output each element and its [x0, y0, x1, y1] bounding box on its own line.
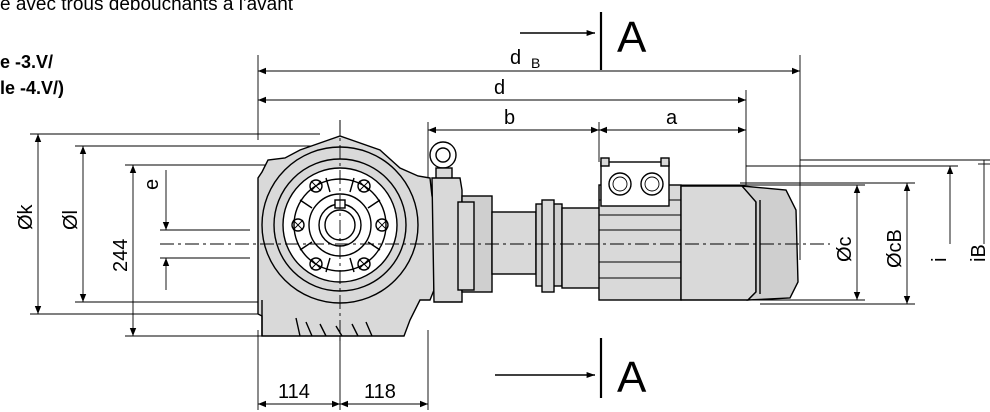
- dimension-dB-label: d: [510, 47, 521, 69]
- dimension-244-label: 244: [110, 239, 132, 272]
- section-label-top: A: [617, 13, 647, 62]
- dimension-iB: iB: [800, 159, 990, 262]
- motor: [561, 157, 799, 301]
- dimension-244: 244: [110, 164, 270, 337]
- fan-cowl: [680, 185, 757, 301]
- dimension-a: a: [598, 107, 746, 162]
- section-label-bottom: A: [617, 353, 647, 402]
- flange-bolts: [291, 179, 389, 271]
- dimension-e-label: e: [141, 179, 163, 190]
- dimension-oc-label: Øc: [834, 236, 856, 262]
- dimension-ocB: ØcB: [740, 182, 915, 305]
- dimension-i: i: [746, 165, 958, 262]
- header-line-2: e -3.V/: [0, 52, 54, 72]
- dimension-ol-label: Øl: [60, 210, 82, 230]
- dimension-a-label: a: [666, 107, 678, 129]
- dimension-ocB-label: ØcB: [884, 229, 906, 268]
- dimension-118-label: 118: [364, 381, 396, 403]
- dimension-d-label: d: [494, 77, 505, 99]
- header-line-1: e avec trous débouchants à l'avant: [0, 0, 294, 15]
- dimension-118: 118: [340, 330, 429, 410]
- header-line-3: le -4.V/): [0, 78, 65, 98]
- brake-cover: [740, 185, 799, 301]
- lifting-eye: [429, 141, 457, 169]
- dimension-ok-label: Øk: [15, 203, 37, 230]
- dimension-iB-label: iB: [968, 244, 990, 262]
- motor-flange: [561, 207, 603, 289]
- section-marker-bottom: A: [495, 338, 647, 402]
- dimension-b-label: b: [504, 107, 515, 129]
- dimension-ok: Øk: [15, 133, 320, 315]
- dimension-b: b: [427, 107, 599, 180]
- dimension-e: e: [141, 170, 250, 290]
- dimension-i-label: i: [929, 258, 951, 262]
- dimension-dB-sub: B: [531, 55, 540, 71]
- section-marker-top: A: [520, 12, 647, 70]
- gear-unit: [257, 135, 563, 337]
- dimension-oc: Øc: [680, 184, 865, 301]
- dimension-d: d: [258, 77, 747, 185]
- terminal-box: [600, 161, 670, 207]
- dimension-114-label: 114: [278, 381, 310, 403]
